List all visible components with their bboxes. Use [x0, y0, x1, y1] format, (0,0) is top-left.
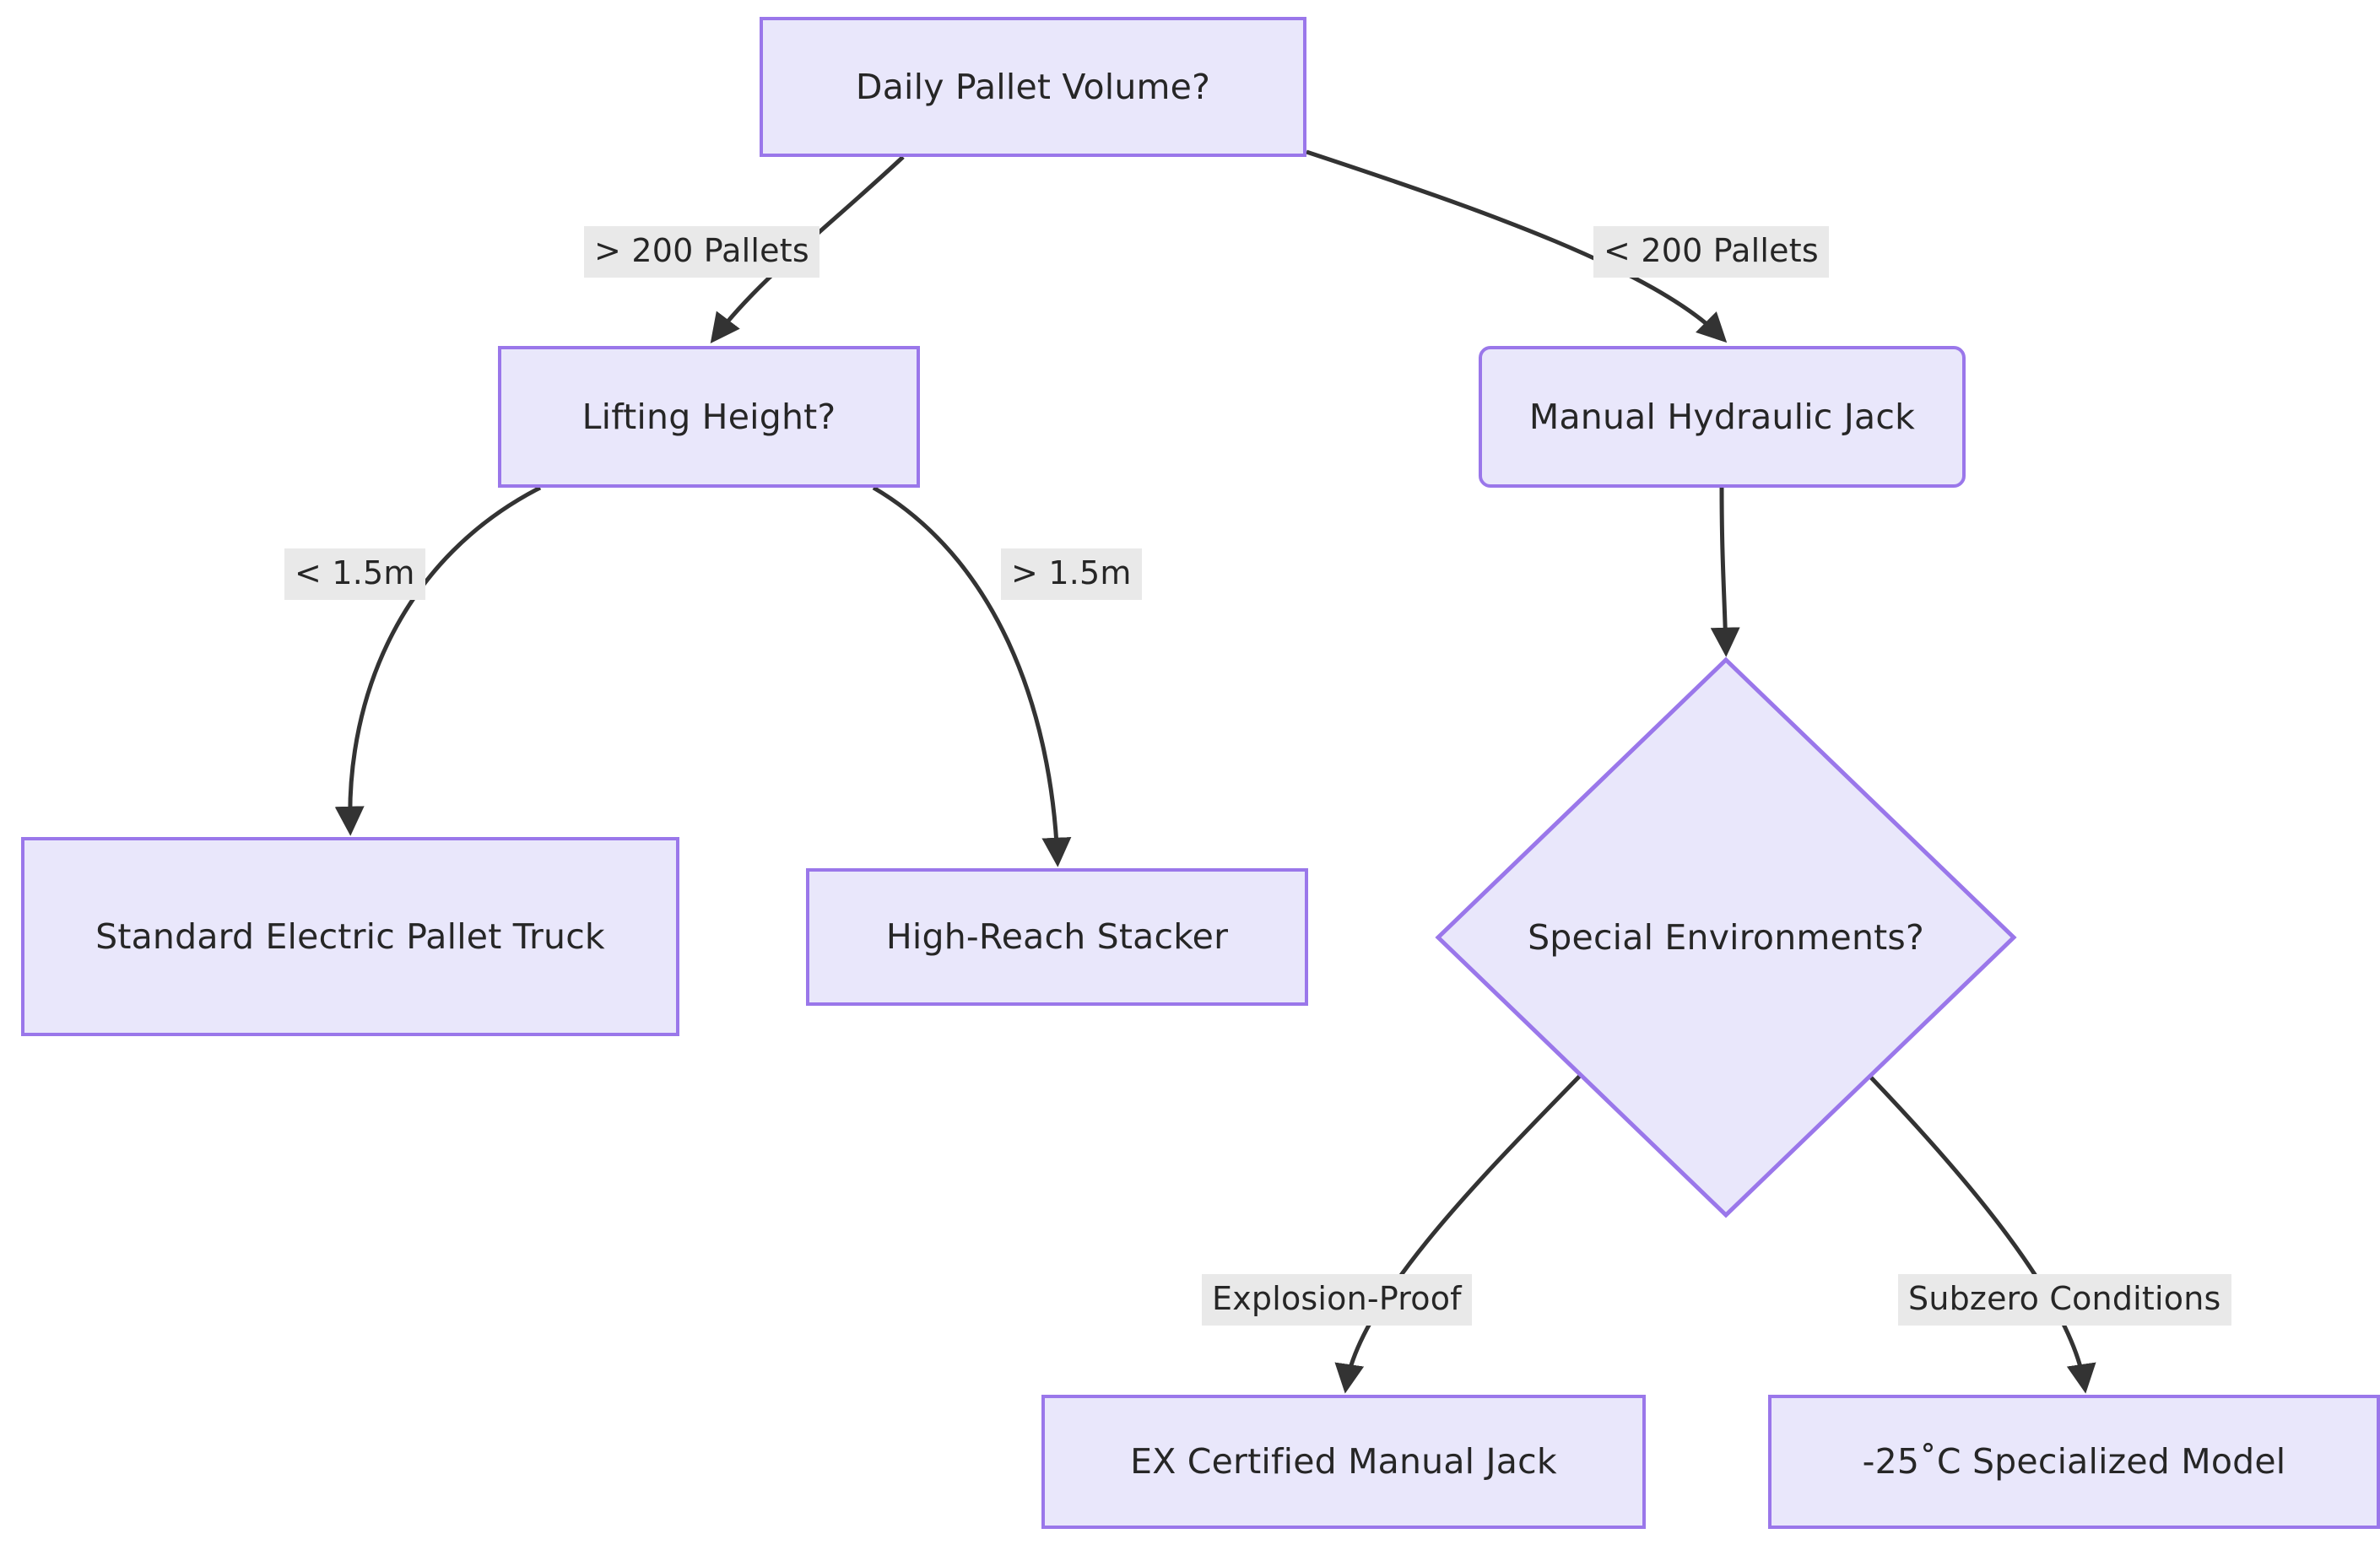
node-subzero-specialized-model[interactable]: -25˚C Specialized Model: [1768, 1395, 2380, 1529]
node-label: Lifting Height?: [581, 396, 836, 437]
node-label: Special Environments?: [1528, 917, 1924, 958]
edge-label-subzero-conditions: Subzero Conditions: [1898, 1274, 2231, 1326]
edge-label-lt-1-5m: < 1.5m: [284, 548, 425, 600]
node-label: EX Certified Manual Jack: [1130, 1441, 1557, 1482]
diamond-shape: [1435, 656, 2017, 1218]
edge-lifting-height-to-high-reach-stacker: [872, 485, 1072, 867]
edge-root-to-manual-jack: [1306, 149, 1728, 343]
edge-label-gt-1-5m: > 1.5m: [1001, 548, 1142, 600]
node-label: -25˚C Specialized Model: [1862, 1441, 2286, 1482]
node-ex-certified-manual-jack[interactable]: EX Certified Manual Jack: [1041, 1395, 1646, 1529]
node-label: High-Reach Stacker: [885, 916, 1229, 958]
edge-special-environments-to-subzero-model: [1868, 1074, 2096, 1394]
edge-special-environments-to-ex-jack: [1334, 1074, 1582, 1394]
node-label: Standard Electric Pallet Truck: [95, 915, 605, 957]
node-manual-hydraulic-jack[interactable]: Manual Hydraulic Jack: [1479, 346, 1966, 488]
node-label: Daily Pallet Volume?: [855, 66, 1211, 107]
edge-label-gt-200-pallets: > 200 Pallets: [584, 226, 819, 278]
node-high-reach-stacker[interactable]: High-Reach Stacker: [806, 868, 1308, 1006]
edge-manual-jack-to-special-environments: [1710, 487, 1740, 657]
node-standard-electric-pallet-truck[interactable]: Standard Electric Pallet Truck: [21, 837, 679, 1036]
node-daily-pallet-volume[interactable]: Daily Pallet Volume?: [760, 17, 1306, 157]
node-special-environments[interactable]: Special Environments?: [1435, 656, 2017, 1218]
edge-label-explosion-proof: Explosion-Proof: [1202, 1274, 1472, 1326]
node-lifting-height[interactable]: Lifting Height?: [498, 346, 920, 488]
edge-lifting-height-to-standard-truck: [334, 485, 542, 836]
node-label: Manual Hydraulic Jack: [1528, 396, 1916, 437]
edge-label-lt-200-pallets: < 200 Pallets: [1593, 226, 1829, 278]
